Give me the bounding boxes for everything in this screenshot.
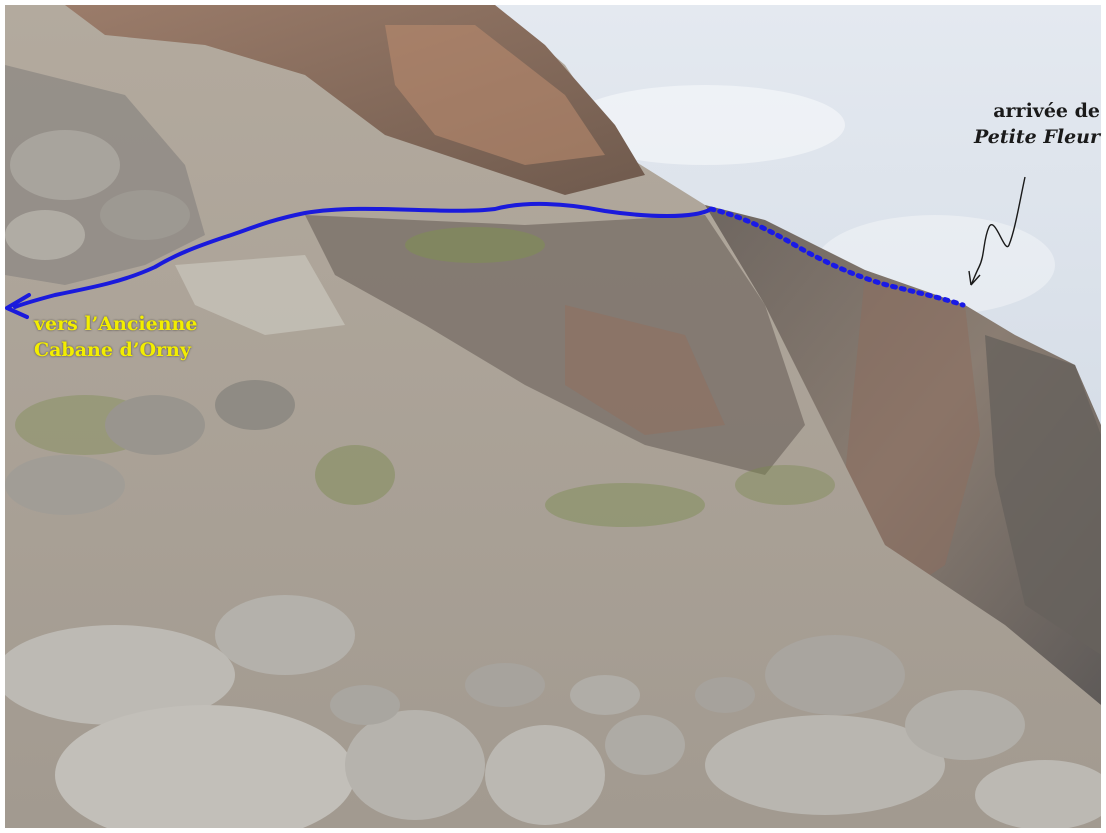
route-solid <box>13 201 713 309</box>
arrival-line-2: Petite Fleur <box>974 126 1100 148</box>
mountain-photo <box>5 5 1101 828</box>
destination-label: vers l’Ancienne Cabane d’Orny <box>34 311 197 363</box>
arrival-line-1: arrivée de <box>993 100 1100 122</box>
arrival-label: arrivée de Petite Fleur <box>974 98 1100 150</box>
route-dotted <box>708 206 966 308</box>
destination-line-1: vers l’Ancienne <box>34 313 198 335</box>
route-arrowhead <box>5 293 31 319</box>
pointer-arrow <box>970 176 1026 286</box>
destination-line-2: Cabane d’Orny <box>34 339 191 361</box>
foreground-boulder <box>215 595 355 675</box>
photo-illustration <box>5 5 1101 828</box>
